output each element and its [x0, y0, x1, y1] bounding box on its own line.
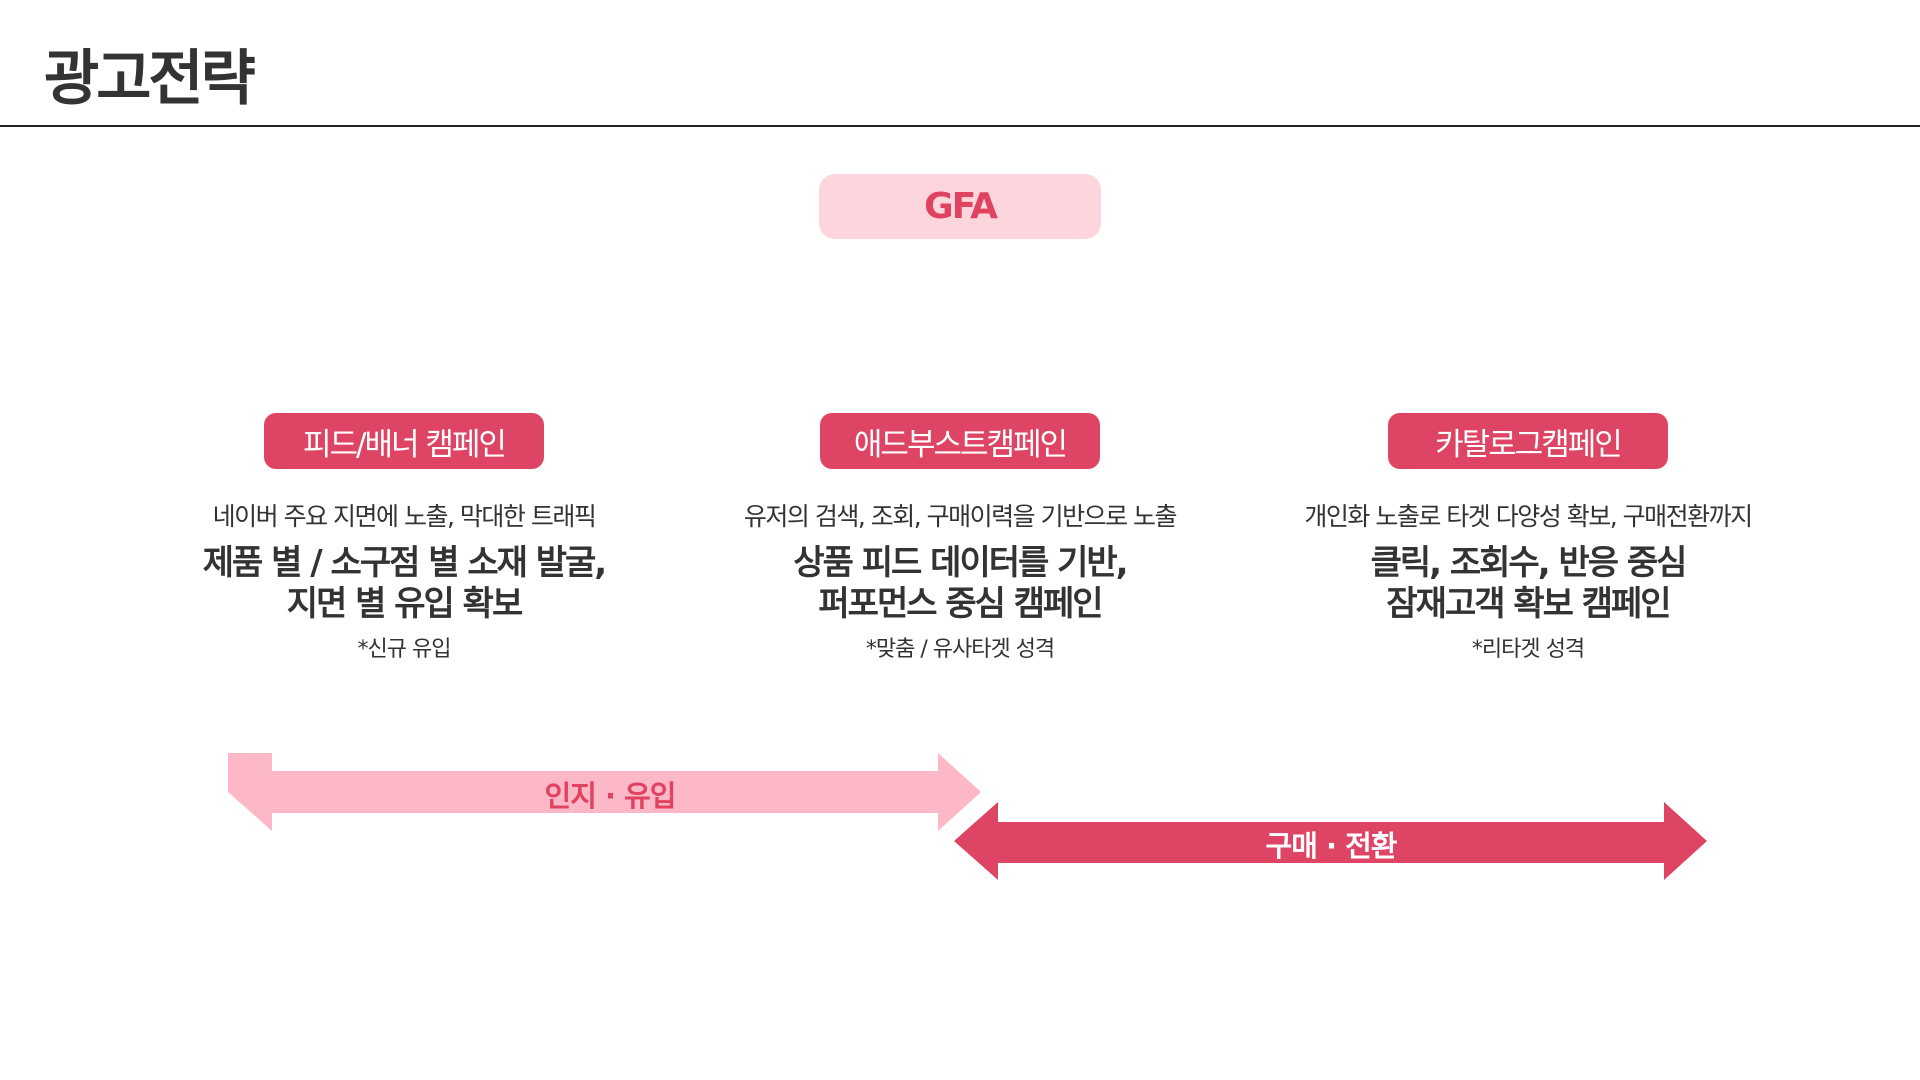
title-divider — [0, 125, 1920, 127]
campaign-button: 애드부스트캠페인 — [820, 413, 1100, 469]
campaign-desc: 네이버 주요 지면에 노출, 막대한 트래픽 — [212, 502, 597, 531]
campaign-feed-banner: 피드/배너 캠페인 네이버 주요 지면에 노출, 막대한 트래픽 제품 별 / … — [124, 413, 684, 663]
campaign-note: *신규 유입 — [357, 637, 452, 662]
awareness-arrow — [228, 753, 981, 831]
page-title: 광고전략 — [44, 44, 256, 114]
campaign-headline: 상품 피드 데이터를 기반,퍼포먼스 중심 캠페인 — [793, 543, 1128, 624]
campaign-desc: 유저의 검색, 조회, 구매이력을 기반으로 노출 — [743, 502, 1178, 531]
conversion-label: 구매 · 전환 — [1265, 829, 1398, 863]
campaign-catalog: 카탈로그캠페인 개인화 노출로 타겟 다양성 확보, 구매전환까지 클릭, 조회… — [1248, 413, 1808, 663]
awareness-label: 인지 · 유입 — [544, 779, 677, 813]
campaign-desc: 개인화 노출로 타겟 다양성 확보, 구매전환까지 — [1304, 502, 1753, 531]
gfa-label: GFA — [819, 174, 1101, 239]
campaign-adboost: 애드부스트캠페인 유저의 검색, 조회, 구매이력을 기반으로 노출 상품 피드… — [680, 413, 1240, 663]
campaign-button: 카탈로그캠페인 — [1388, 413, 1668, 469]
campaign-headline: 제품 별 / 소구점 별 소재 발굴,지면 별 유입 확보 — [202, 543, 607, 624]
campaign-button: 피드/배너 캠페인 — [264, 413, 544, 469]
campaign-note: *맞춤 / 유사타겟 성격 — [865, 637, 1055, 662]
conversion-arrow — [954, 802, 1707, 880]
campaign-note: *리타겟 성격 — [1471, 637, 1585, 662]
